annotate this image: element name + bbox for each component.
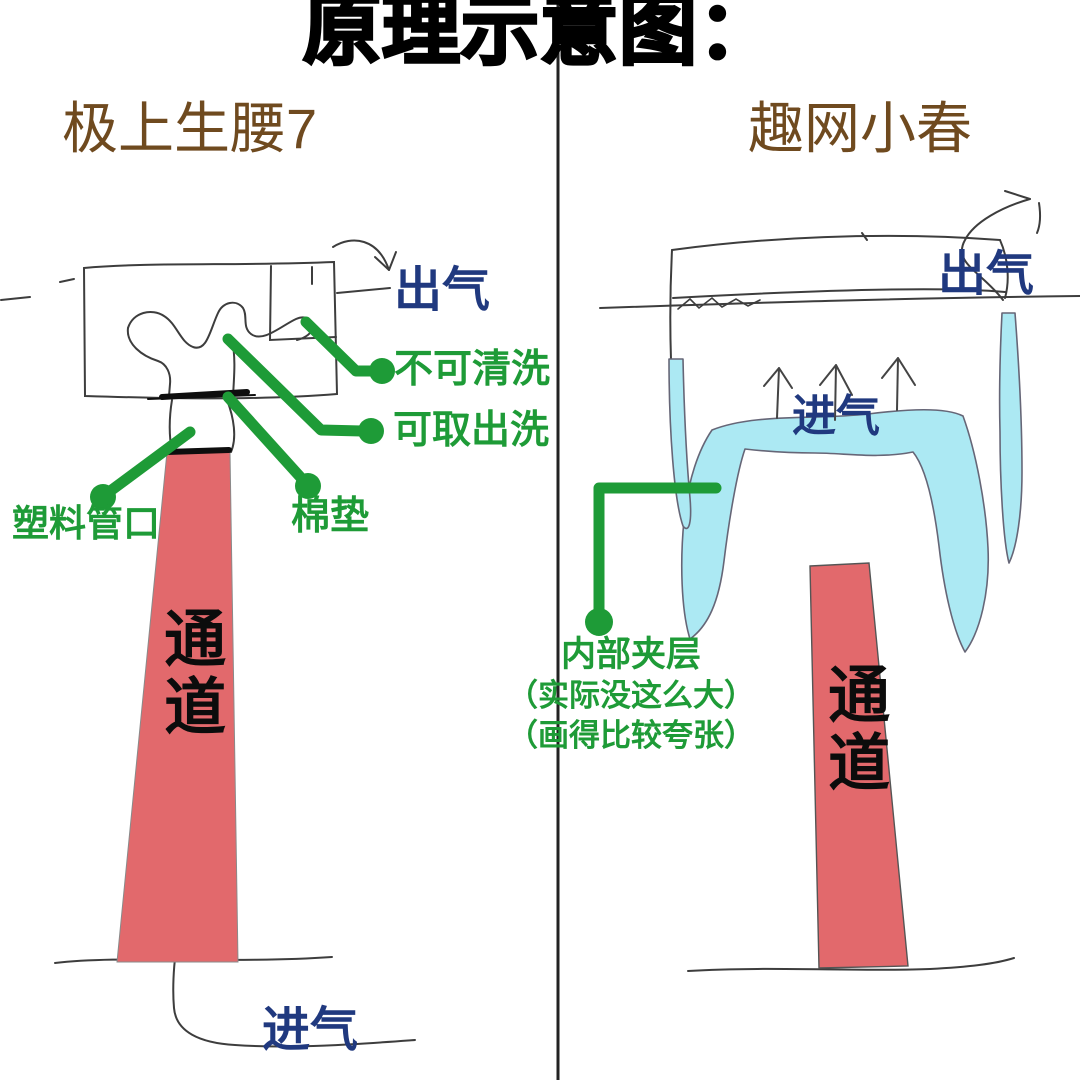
left-outlet-arrowhead xyxy=(374,251,397,271)
left-outlet-label: 出气 xyxy=(394,264,491,317)
callout-removable-line xyxy=(222,333,368,437)
callout-cotton-pad-dot xyxy=(295,473,321,499)
right-interlayer-note: 内部夹层 （实际没这么大） （画得比较夸张） xyxy=(495,634,767,756)
left-wall-stub xyxy=(0,296,31,301)
inlet-arrow-3 xyxy=(881,357,916,411)
left-removable-wash-label: 可取出洗 xyxy=(393,409,550,452)
left-outlet-chamber xyxy=(268,265,337,342)
left-air-cavity xyxy=(127,301,315,349)
left-cotton-pad-label: 棉垫 xyxy=(291,495,370,538)
callout-interlayer-dot xyxy=(585,608,613,636)
left-channel-label: 通道 xyxy=(154,606,224,742)
left-outlet-arrow-curve xyxy=(332,239,390,271)
interlayer-note-line1: 内部夹层 xyxy=(560,635,701,674)
right-outlet-arrow-tick xyxy=(1036,202,1042,234)
left-plastic-nozzle-label: 塑料管口 xyxy=(12,503,160,544)
callout-not-washable-dot xyxy=(369,358,395,384)
left-cavity-left-wall xyxy=(126,327,172,397)
left-callout-lines xyxy=(103,316,380,498)
right-inlet-label: 进气 xyxy=(792,392,880,441)
callout-interlayer-line xyxy=(593,482,722,618)
left-pad-marks xyxy=(147,389,256,455)
inlet-arrow-1 xyxy=(763,367,793,419)
right-outlet-arrow-curve xyxy=(960,198,1031,301)
right-ground-line xyxy=(687,957,1015,972)
interlayer-u-shape xyxy=(680,408,990,653)
right-body-top xyxy=(671,234,1001,251)
page-title: 原理示意图： xyxy=(301,0,778,74)
right-inlet-arrows xyxy=(763,357,916,421)
right-wall-scribble xyxy=(677,296,761,310)
callout-nozzle-line xyxy=(103,426,196,498)
right-wall-line xyxy=(599,295,1080,309)
callout-cotton-pad-line xyxy=(222,391,309,486)
right-body-bottom xyxy=(672,288,1006,299)
right-body-notch xyxy=(861,232,868,241)
right-body-left xyxy=(669,249,673,361)
right-channel-label: 通道 xyxy=(818,662,888,798)
left-outlet-line xyxy=(336,287,391,294)
callout-removable-dot xyxy=(358,418,384,444)
inlet-arrow-2 xyxy=(819,364,853,421)
right-channel-shape xyxy=(809,562,909,969)
right-body-right xyxy=(999,239,1009,299)
left-callout-dots xyxy=(90,358,395,510)
callout-not-washable-line xyxy=(300,316,380,377)
interlayer-note-line3: （画得比较夸张） xyxy=(507,718,755,753)
left-pad-thick-line xyxy=(159,389,250,400)
callout-nozzle-dot xyxy=(90,484,116,510)
right-device-sketch xyxy=(599,190,1080,972)
left-body-box xyxy=(82,260,339,400)
right-outlet-arrowhead xyxy=(1004,190,1031,200)
left-nozzle-mark xyxy=(164,447,232,455)
interlayer-note-line2: （实际没这么大） xyxy=(507,678,755,713)
left-inlet-label: 进气 xyxy=(262,1004,359,1057)
right-product-title: 趣网小春 xyxy=(748,97,972,160)
left-wall-tick xyxy=(59,278,75,283)
left-inlet-arrow-stem xyxy=(172,916,416,1048)
left-not-washable-label: 不可清洗 xyxy=(394,348,551,391)
right-outlet-label: 出气 xyxy=(938,248,1035,301)
interlayer-left-strip xyxy=(668,358,692,530)
interlayer-right-strip xyxy=(998,312,1023,564)
left-product-title: 极上生腰7 xyxy=(62,97,318,160)
